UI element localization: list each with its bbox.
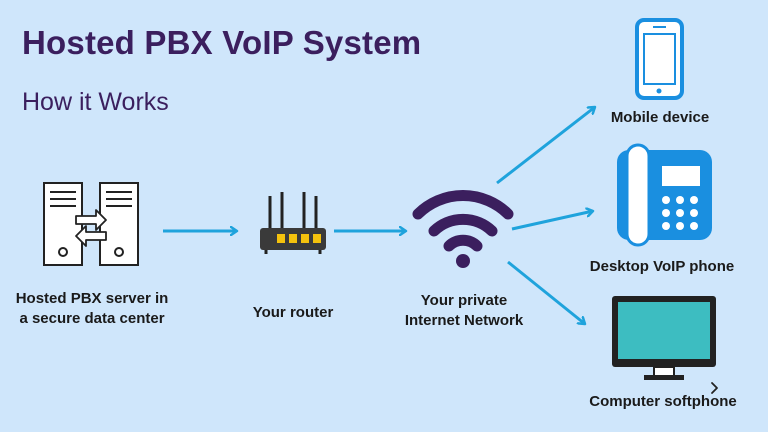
router-icon [260, 192, 326, 254]
page-title: Hosted PBX VoIP System [22, 24, 422, 61]
monitor-icon [612, 296, 716, 380]
server-label-line2: a secure data center [19, 310, 165, 327]
mobile-label: Mobile device [610, 109, 710, 126]
chevron-right-icon [711, 382, 718, 394]
page-subtitle: How it Works [22, 88, 169, 116]
desk-phone-icon [617, 143, 712, 247]
smartphone-icon [635, 18, 684, 100]
server-label-line1: Hosted PBX server in [15, 290, 169, 307]
arrow-network-to-desk-phone [511, 211, 593, 231]
network-label-line1: Your private [420, 292, 508, 309]
server-rack-icon [43, 182, 139, 266]
desk-phone-label: Desktop VoIP phone [589, 258, 735, 275]
server-label: Hosted PBX server in a secure data cente… [6, 289, 178, 329]
wifi-icon [412, 190, 514, 268]
arrow-network-to-computer [507, 260, 585, 324]
computer-label: Computer softphone [589, 393, 737, 410]
network-label: Your private Internet Network [384, 291, 544, 331]
router-label: Your router [252, 304, 334, 321]
network-label-line2: Internet Network [404, 312, 524, 329]
arrow-network-to-mobile [496, 107, 595, 185]
